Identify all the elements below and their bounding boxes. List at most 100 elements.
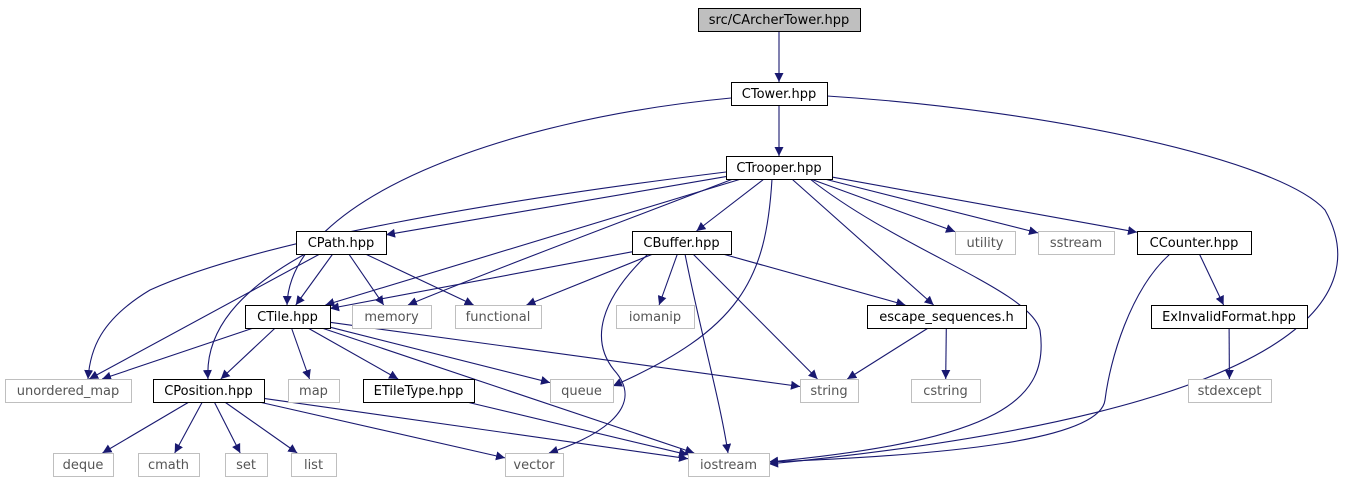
edge-ctrooper-to-memory — [407, 178, 734, 306]
node-label-ctrooper: CTrooper.hpp — [736, 161, 821, 176]
edge-cpath-to-functional — [365, 253, 474, 306]
node-stdexcept: stdexcept — [1188, 379, 1272, 403]
node-label-utility: utility — [967, 236, 1004, 251]
edge-ccounter-to-iostream — [768, 253, 1171, 467]
edge-cbuffer-to-string — [692, 253, 818, 380]
node-label-cbuffer: CBuffer.hpp — [643, 236, 719, 251]
edge-ctrooper-to-escseq — [791, 178, 934, 306]
node-exinvalid[interactable]: ExInvalidFormat.hpp — [1151, 305, 1308, 329]
edge-ctile-to-queue — [329, 326, 551, 385]
edge-cbuffer-to-ctile — [329, 251, 633, 312]
node-box-cmath — [138, 453, 200, 477]
node-etiletype[interactable]: ETileType.hpp — [363, 379, 475, 403]
node-box-sstream — [1038, 231, 1115, 255]
node-unordered_map: unordered_map — [5, 379, 132, 403]
node-cmath: cmath — [138, 453, 200, 477]
node-label-escseq: escape_sequences.h — [879, 310, 1013, 325]
node-box-deque — [53, 453, 114, 477]
edge-ctrooper-to-unordered_map — [84, 171, 727, 380]
edge-ctile-to-string — [329, 321, 801, 390]
edge-ccounter-to-exinvalid — [1198, 253, 1225, 306]
node-box-functional — [455, 305, 542, 329]
node-label-cstring: cstring — [923, 384, 967, 399]
node-box-memory — [352, 305, 432, 329]
edge-escseq-to-cstring — [941, 327, 951, 380]
node-box-unordered_map — [5, 379, 132, 403]
edge-ctile-to-cposition — [220, 327, 276, 380]
edge-ctile-to-unordered_map — [101, 327, 254, 381]
edge-ctrooper-to-cpath — [385, 176, 727, 238]
edge-cposition-to-iostream — [263, 397, 689, 462]
node-label-stdexcept: stdexcept — [1198, 384, 1262, 399]
node-cpath[interactable]: CPath.hpp — [296, 231, 387, 255]
node-set: set — [225, 453, 268, 477]
node-label-sstream: sstream — [1050, 236, 1102, 251]
edge-cpath-to-ctile — [295, 253, 334, 306]
node-label-ctile: CTile.hpp — [257, 310, 318, 325]
node-ctile[interactable]: CTile.hpp — [245, 305, 331, 329]
edge-ctile-to-etiletype — [307, 327, 399, 380]
node-root: src/CArcherTower.hpp — [698, 8, 861, 32]
node-label-ctower: CTower.hpp — [742, 87, 816, 102]
node-label-functional: functional — [466, 310, 531, 325]
edge-cbuffer-to-vector — [548, 253, 649, 455]
node-cposition[interactable]: CPosition.hpp — [153, 379, 265, 403]
node-box-ctile — [245, 305, 331, 329]
edge-cpath-to-memory — [348, 253, 385, 306]
node-label-iomanip: iomanip — [629, 310, 681, 325]
edge-cpath-to-unordered_map — [88, 253, 321, 380]
node-box-string — [800, 379, 859, 403]
node-box-queue — [550, 379, 614, 403]
edge-ctower-to-iostream — [768, 95, 1339, 468]
node-box-iomanip — [616, 305, 695, 329]
node-deque: deque — [53, 453, 114, 477]
node-label-cpath: CPath.hpp — [308, 236, 375, 251]
node-box-ctrooper — [726, 156, 833, 180]
node-box-ccounter — [1137, 231, 1252, 255]
node-box-cstring — [911, 379, 981, 403]
node-ccounter[interactable]: CCounter.hpp — [1137, 231, 1252, 255]
node-box-cbuffer — [632, 231, 732, 255]
node-label-ccounter: CCounter.hpp — [1150, 236, 1239, 251]
node-ctower[interactable]: CTower.hpp — [731, 82, 828, 106]
node-iomanip: iomanip — [616, 305, 695, 329]
node-sstream: sstream — [1038, 231, 1115, 255]
edge-cposition-to-set — [213, 401, 241, 454]
node-label-string: string — [810, 384, 847, 399]
node-label-set: set — [236, 458, 256, 473]
node-box-map — [288, 379, 340, 403]
edge-cposition-to-deque — [102, 401, 190, 454]
node-memory: memory — [352, 305, 432, 329]
node-label-root: src/CArcherTower.hpp — [709, 13, 849, 28]
node-box-set — [225, 453, 268, 477]
edge-cposition-to-cmath — [174, 401, 203, 454]
node-ctrooper[interactable]: CTrooper.hpp — [726, 156, 833, 180]
node-queue: queue — [550, 379, 614, 403]
node-box-cpath — [296, 231, 387, 255]
nodes-layer: src/CArcherTower.hppCTower.hppCTrooper.h… — [5, 8, 1308, 477]
edge-ctile-to-map — [290, 327, 311, 380]
node-label-exinvalid: ExInvalidFormat.hpp — [1162, 310, 1296, 325]
edge-cbuffer-to-escseq — [722, 253, 906, 307]
node-cstring: cstring — [911, 379, 981, 403]
node-label-memory: memory — [364, 310, 419, 325]
node-box-escseq — [867, 305, 1027, 329]
edge-ctrooper-to-sstream — [824, 178, 1039, 236]
node-box-iostream — [688, 453, 770, 477]
edge-cposition-to-vector — [258, 401, 506, 461]
node-label-list: list — [304, 458, 323, 473]
edge-ctrooper-to-iostream — [768, 178, 1042, 466]
node-utility: utility — [955, 231, 1016, 255]
node-escseq[interactable]: escape_sequences.h — [867, 305, 1027, 329]
node-box-root — [698, 8, 861, 32]
node-box-ctower — [731, 82, 828, 106]
edge-cposition-to-list — [224, 401, 298, 454]
node-box-exinvalid — [1151, 305, 1308, 329]
edge-etiletype-to-iostream — [466, 401, 689, 458]
node-cbuffer[interactable]: CBuffer.hpp — [632, 231, 732, 255]
node-label-cmath: cmath — [148, 458, 189, 473]
edge-cbuffer-to-iostream — [684, 253, 732, 454]
node-label-unordered_map: unordered_map — [17, 384, 120, 399]
node-iostream: iostream — [688, 453, 770, 477]
